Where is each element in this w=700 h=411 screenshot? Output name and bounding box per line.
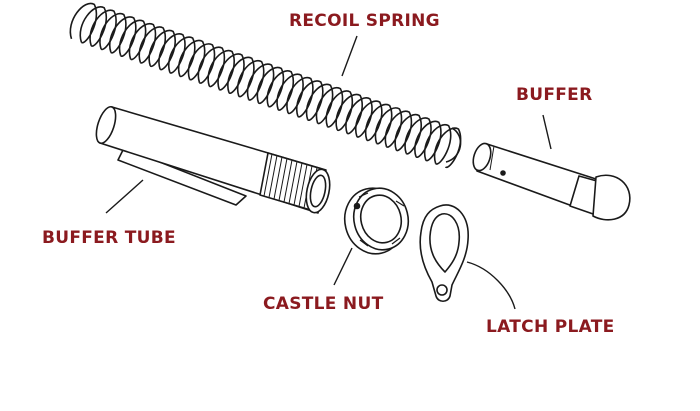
thread-ring [283, 159, 293, 203]
castle-nut-label: CASTLE NUT [263, 294, 384, 314]
spring-coil [384, 110, 413, 152]
spring-coil [236, 59, 265, 101]
spring-coil [246, 63, 275, 104]
spring-coil [217, 53, 245, 94]
buffer-label: BUFFER [516, 85, 593, 105]
thread-ring [273, 156, 283, 200]
buffer-tube-leader [105, 179, 144, 214]
spring-coil [187, 43, 216, 84]
spring-coil [138, 26, 166, 67]
thread-ring [268, 155, 278, 198]
spring-coil [177, 39, 206, 81]
spring-coil [394, 113, 422, 155]
spring-coil [414, 120, 442, 162]
spring-coil [108, 16, 137, 57]
spring-coil [99, 12, 127, 54]
spring-coil [404, 117, 432, 158]
spring-coil [79, 6, 107, 47]
spring-coil [89, 9, 117, 50]
spring-coil [315, 86, 344, 128]
recoil-spring-label: RECOIL SPRING [289, 11, 440, 31]
spring-coil [325, 90, 353, 131]
spring-coil [197, 46, 226, 88]
spring-coil [276, 73, 304, 114]
spring-coil [167, 36, 196, 77]
spring-end-coil [445, 127, 462, 163]
buffer-tube-label: BUFFER TUBE [42, 228, 176, 248]
castle-nut [343, 187, 410, 255]
thread-ring [298, 164, 308, 207]
latch-plate-leader [466, 261, 516, 310]
thread-ring [293, 162, 303, 206]
leader-lines [105, 35, 552, 310]
spring-coil [374, 107, 403, 148]
spring-coil [118, 19, 147, 61]
spring-coil [295, 80, 324, 121]
spring-coil [158, 33, 186, 74]
spring-coil [69, 2, 98, 44]
spring-coil [364, 103, 393, 145]
thread-ring [263, 153, 273, 197]
spring-coil [266, 70, 294, 111]
latch-plate-label: LATCH PLATE [486, 317, 615, 337]
spring-coil [305, 83, 334, 125]
spring-coil [345, 97, 373, 138]
recoil-spring-leader [341, 35, 358, 77]
buffer-leader [542, 114, 552, 150]
spring-coil [286, 76, 314, 118]
castle-nut-leader [333, 247, 353, 286]
spring-coil [227, 56, 255, 98]
spring-coil [256, 66, 285, 108]
recoil-spring [69, 2, 462, 168]
spring-coil [148, 29, 176, 71]
buffer-tube [95, 105, 331, 214]
spring-coil [128, 22, 157, 64]
spring-coil [354, 100, 383, 141]
latch-plate [419, 204, 469, 303]
spring-coil [433, 127, 462, 168]
spring-coil [423, 123, 452, 165]
thread-ring [278, 158, 288, 201]
spring-coil [207, 49, 235, 91]
thread-ring [288, 161, 298, 204]
buffer [472, 142, 631, 221]
spring-coil [335, 93, 363, 135]
